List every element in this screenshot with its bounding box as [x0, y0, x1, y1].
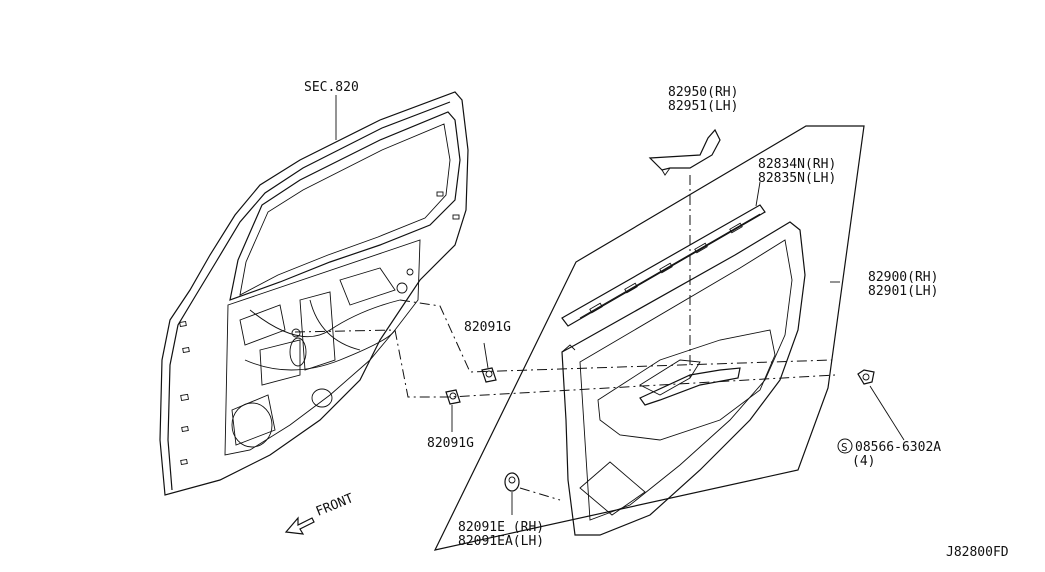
front-direction-arrow-icon — [284, 516, 315, 535]
clip-82091g-upper — [481, 367, 497, 383]
trim-plane — [433, 125, 865, 551]
label-82951: 82951(LH) — [668, 99, 738, 114]
clip-82091e — [504, 472, 520, 492]
front-label: FRONT — [314, 491, 356, 520]
screw-symbol-letter: S — [841, 441, 848, 454]
clip-82091g-lower — [445, 389, 461, 405]
label-82835n: 82835N(LH) — [758, 171, 836, 186]
label-08566-qty: (4) — [852, 454, 875, 469]
door-trim-finisher — [561, 221, 806, 536]
sec-820-label: SEC.820 — [304, 80, 359, 95]
label-82091g-upper: 82091G — [464, 320, 511, 335]
label-82091ea: 82091EA(LH) — [458, 534, 544, 549]
rear-door-panel — [159, 91, 469, 496]
screw-08566 — [857, 369, 875, 385]
pull-handle — [648, 128, 721, 176]
label-08566: 08566-6302A — [855, 440, 941, 455]
label-82950: 82950(RH) — [668, 85, 738, 100]
leader-lines — [451, 181, 905, 515]
belt-moulding — [561, 204, 766, 327]
label-82901: 82901(LH) — [868, 284, 938, 299]
label-82091e: 82091E (RH) — [458, 520, 544, 535]
assembly-lines — [294, 175, 836, 501]
diagram-code: J82800FD — [946, 545, 1009, 560]
label-82900: 82900(RH) — [868, 270, 938, 285]
label-82834n: 82834N(RH) — [758, 157, 836, 172]
label-82091g-lower: 82091G — [427, 436, 474, 451]
screw-symbol-icon: S — [837, 438, 853, 454]
